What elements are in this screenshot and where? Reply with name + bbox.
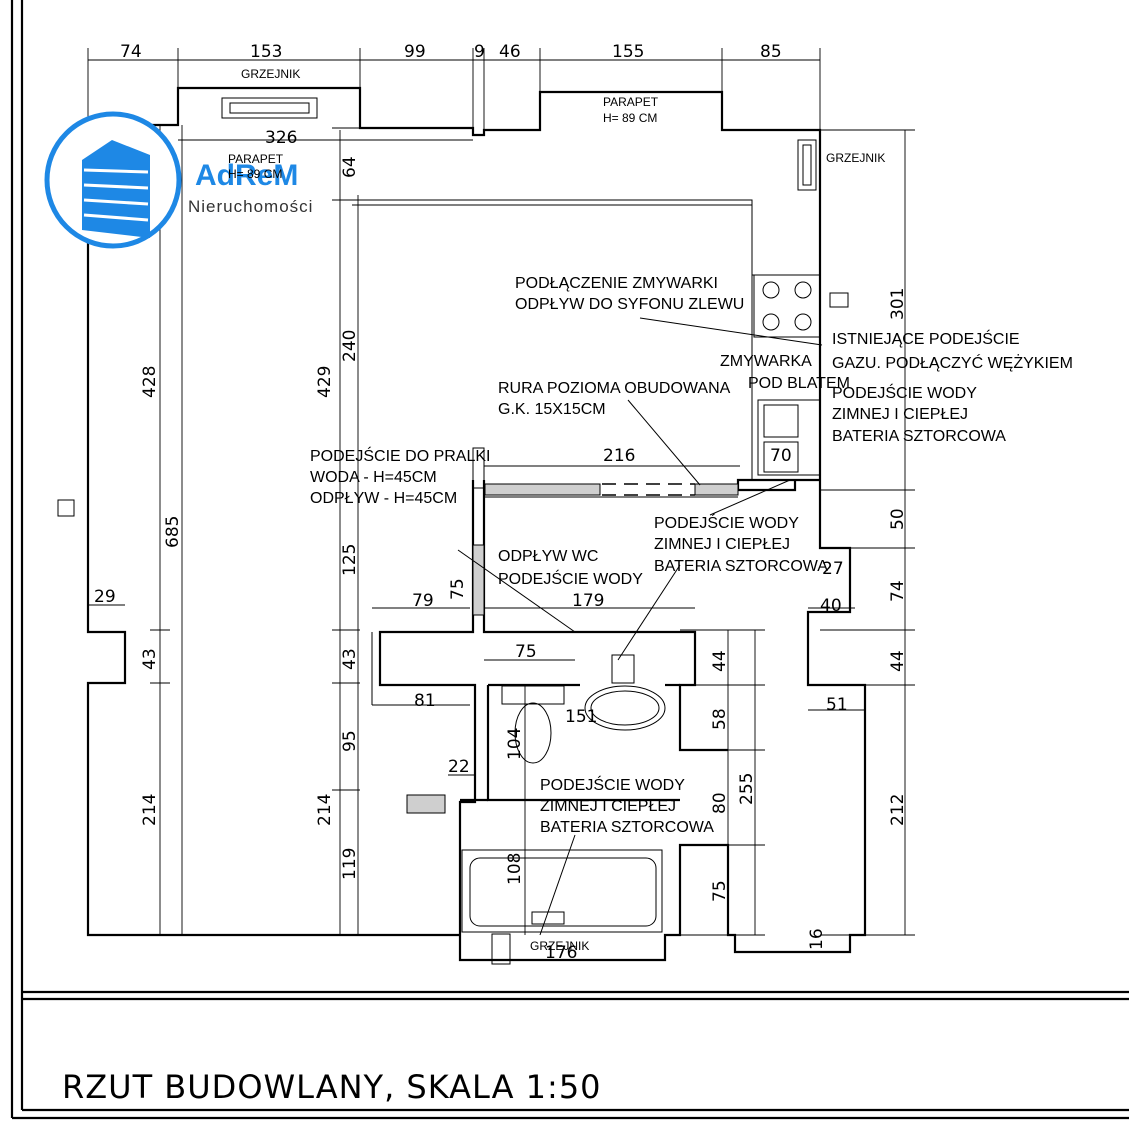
label-radiator-top: GRZEJNIK (241, 67, 300, 81)
dim-value: 74 (888, 580, 908, 602)
sheet-frame (10, 0, 1129, 1120)
label-wc-drain: ODPŁYW WC (498, 548, 598, 565)
dim-value: 428 (140, 366, 160, 398)
building-icon (82, 140, 150, 238)
dim-value: 216 (603, 446, 635, 466)
dim-value: 58 (710, 708, 730, 730)
label-bath-tap: BATERIA SZTORCOWA (654, 558, 828, 575)
dim-value: 99 (404, 42, 426, 62)
label-dishwasher-drain: ODPŁYW DO SYFONU ZLEWU (515, 296, 744, 313)
label-parapet-left-height: H= 89 CM (228, 167, 282, 181)
brand-subtitle: Nieruchomości (188, 197, 313, 216)
dim-value: 9 (474, 42, 485, 62)
label-parapet-right-height: H= 89 CM (603, 111, 657, 125)
label-bath-water: PODEJŚCIE WODY (654, 513, 799, 532)
bathtub (461, 849, 663, 965)
label-gas-hose: GAZU. PODŁĄCZYĆ WĘŻYKIEM (832, 353, 1073, 372)
dim-value: 85 (760, 42, 782, 62)
drawing-title: RZUT BUDOWLANY, SKALA 1:50 (62, 1068, 602, 1106)
dim-value: 429 (315, 366, 335, 398)
dim-value: 74 (120, 42, 142, 62)
label-kitchen-water: PODEJŚCIE WODY (832, 383, 977, 402)
label-wc-water: PODEJŚCIE WODY (498, 569, 643, 588)
label-kitchen-tap: BATERIA SZTORCOWA (832, 428, 1006, 445)
dim-value: 29 (94, 587, 116, 607)
label-gas-connection: ISTNIEJĄCE PODEJŚCIE (832, 329, 1020, 348)
label-radiator-right: GRZEJNIK (826, 151, 885, 165)
cooktop (753, 274, 849, 338)
dim-value: 75 (515, 642, 537, 662)
dim-value: 214 (315, 794, 335, 826)
dim-value: 81 (414, 691, 436, 711)
dim-value: 70 (770, 446, 792, 466)
dim-value: 153 (250, 42, 282, 62)
dim-value: 16 (807, 928, 827, 950)
dim-value: 214 (140, 794, 160, 826)
dim-value: 44 (888, 650, 908, 672)
label-kitchen-water-2: ZIMNEJ I CIEPŁEJ (832, 406, 968, 423)
dim-value: 80 (710, 792, 730, 814)
label-dishwasher-connection: PODŁĄCZENIE ZMYWARKI (515, 275, 718, 292)
interior-lines (352, 199, 820, 776)
label-parapet-right: PARAPET (603, 95, 659, 109)
radiator-top (221, 97, 318, 119)
label-tub-tap: BATERIA SZTORCOWA (540, 819, 714, 836)
dim-value: 125 (340, 544, 360, 576)
dim-value: 255 (737, 773, 757, 805)
dim-value: 50 (888, 508, 908, 530)
toilet (501, 685, 565, 764)
dim-value: 40 (820, 596, 842, 616)
dim-value: 151 (565, 707, 597, 727)
dim-value: 44 (710, 650, 730, 672)
label-horizontal-pipe: RURA POZIOMA OBUDOWANA (498, 380, 731, 397)
label-parapet-left: PARAPET (228, 152, 284, 166)
dimension-values: 74 153 99 9 46 155 85 326 216 70 79 179 … (94, 42, 908, 963)
dim-value: 75 (448, 578, 468, 600)
washbasin (584, 654, 666, 731)
dim-value: 43 (140, 648, 160, 670)
dim-value: 179 (572, 591, 604, 611)
pipe-casing (406, 447, 739, 814)
label-pipe-casing: G.K. 15X15CM (498, 401, 606, 418)
dim-value: 119 (340, 848, 360, 880)
label-under-counter: POD BLATEM (748, 375, 850, 392)
dim-value: 212 (888, 794, 908, 826)
label-washer-connection: PODEJŚCIE DO PRALKI (310, 446, 491, 465)
brand-name: AdReM (195, 159, 298, 192)
dim-value: 155 (612, 42, 644, 62)
label-tub-water: PODEJŚCIE WODY (540, 775, 685, 794)
dim-value: 685 (163, 516, 183, 548)
leader-lines (457, 317, 823, 936)
label-bath-water-2: ZIMNEJ I CIEPŁEJ (654, 536, 790, 553)
dim-value: 301 (888, 288, 908, 320)
annotations: GRZEJNIK GRZEJNIK GRZEJNIK PARAPET H= 89… (228, 67, 1073, 953)
dim-value: 95 (340, 730, 360, 752)
dim-value: 104 (505, 728, 525, 760)
radiator-left-marker (57, 499, 75, 517)
dim-value: 79 (412, 591, 434, 611)
dim-value: 46 (499, 42, 521, 62)
label-dishwasher: ZMYWARKA (720, 353, 812, 370)
dim-value: 75 (710, 880, 730, 902)
label-radiator-bottom: GRZEJNIK (530, 939, 589, 953)
dim-value: 51 (826, 695, 848, 715)
walls (86, 86, 867, 962)
dim-value: 240 (340, 330, 360, 362)
dim-value: 176 (545, 943, 577, 963)
dim-value: 22 (448, 757, 470, 777)
dim-value: 326 (265, 128, 297, 148)
dim-value: 108 (505, 853, 525, 885)
radiator-right (797, 139, 817, 191)
label-washer-water: WODA - H=45CM (310, 469, 437, 486)
kitchen-sink (757, 399, 821, 476)
company-logo: AdReM Nieruchomości (44, 111, 313, 249)
dim-value: 27 (822, 559, 844, 579)
dim-value: 64 (340, 156, 360, 178)
label-tub-water-2: ZIMNEJ I CIEPŁEJ (540, 798, 676, 815)
dim-value: 43 (340, 648, 360, 670)
label-washer-drain: ODPŁYW - H=45CM (310, 490, 457, 507)
